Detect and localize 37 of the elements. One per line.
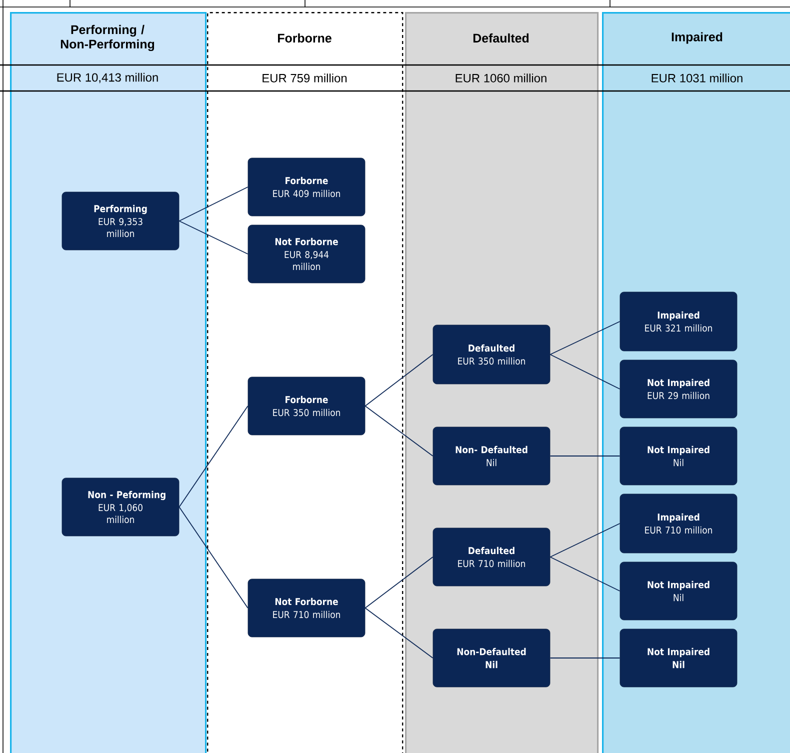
amount-cell: EUR 1031 million bbox=[652, 74, 742, 82]
connector-line bbox=[178, 506, 248, 608]
connector-line bbox=[550, 354, 620, 390]
connector-line bbox=[364, 406, 434, 456]
process-box: Impaired EUR 321 million bbox=[620, 292, 738, 352]
process-box: Not Impaired Nil bbox=[620, 426, 738, 486]
process-box: Defaulted EUR 350 million bbox=[432, 324, 550, 384]
process-box: Impaired EUR 710 million bbox=[620, 494, 738, 554]
column-band bbox=[10, 12, 207, 753]
connector-line bbox=[550, 523, 620, 558]
amount-cell: EUR 1060 million bbox=[456, 74, 546, 82]
connector-line bbox=[178, 186, 248, 222]
connector-line bbox=[178, 406, 248, 508]
process-box: Non - Peforming EUR 1,060 million bbox=[62, 478, 180, 536]
process-box: Non-Defaulted Nil bbox=[432, 628, 550, 688]
connector-line bbox=[364, 556, 434, 608]
process-box: Not Impaired EUR 29 million bbox=[620, 360, 738, 418]
column-heading: Defaulted bbox=[473, 33, 529, 43]
process-box: Not Forborne EUR 8,944 million bbox=[248, 224, 366, 284]
connector-line bbox=[364, 608, 434, 658]
amount-cell: EUR 759 million bbox=[262, 74, 347, 82]
process-box: Performing EUR 9,353 million bbox=[62, 192, 180, 250]
process-box: Not Impaired Nil bbox=[620, 562, 738, 620]
connector-line bbox=[178, 220, 248, 254]
process-box: Forborne EUR 350 million bbox=[248, 376, 366, 436]
column-heading: Forborne bbox=[278, 33, 332, 43]
process-box: Defaulted EUR 710 million bbox=[432, 528, 550, 586]
column-heading: Performing / Non-Performing bbox=[60, 24, 154, 52]
process-box: Not Impaired Nil bbox=[620, 628, 738, 688]
connector-line bbox=[550, 321, 620, 355]
column-heading: Impaired bbox=[672, 32, 722, 44]
connector-line bbox=[364, 354, 434, 406]
process-box: Non- Defaulted Nil bbox=[432, 426, 550, 486]
connector-line bbox=[550, 556, 620, 592]
amount-cell: EUR 10,413 million bbox=[57, 72, 158, 84]
process-box: Forborne EUR 409 million bbox=[248, 158, 366, 216]
process-box: Not Forborne EUR 710 million bbox=[248, 578, 366, 638]
